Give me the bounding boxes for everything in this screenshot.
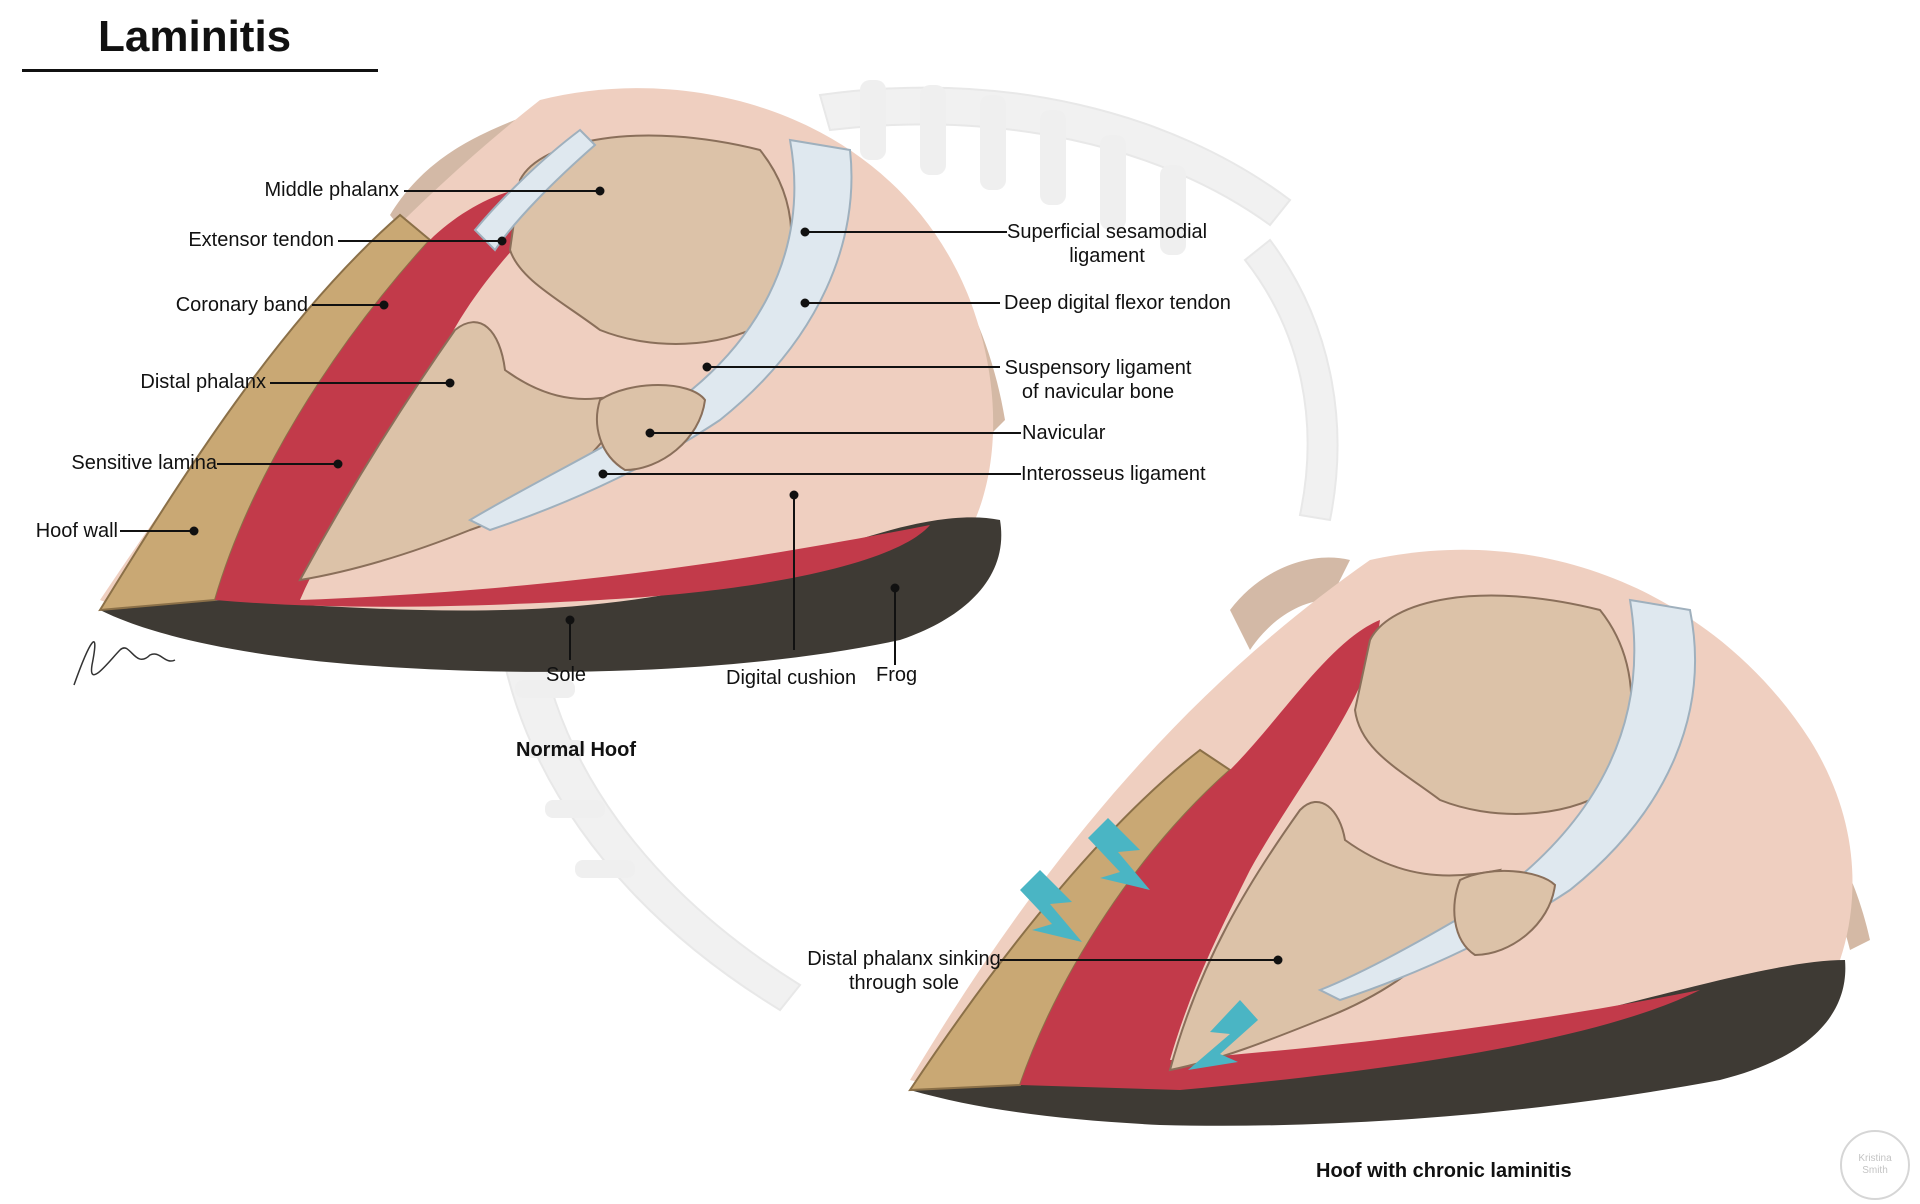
laminitic-navicular (1453, 870, 1557, 957)
label-distal-phalanx: Distal phalanx (140, 371, 266, 393)
watermark-line2: Smith (1862, 1165, 1888, 1176)
label-extensor-tendon: Extensor tendon (188, 229, 334, 251)
laminitic-distal-phalanx (1168, 800, 1502, 1072)
laminitic-sensitive-lamina (1020, 620, 1700, 1090)
label-frog: Frog (876, 664, 918, 686)
artist-signature (73, 641, 176, 686)
caption-laminitic-hoof: Hoof with chronic laminitis (1316, 1160, 1572, 1182)
normal-navicular (596, 384, 707, 472)
label-middle-phalanx: Middle phalanx (264, 179, 399, 201)
watermark-line1: Kristina (1858, 1153, 1892, 1164)
label-hoof-wall: Hoof wall (35, 520, 118, 542)
label-deep-digital-flexor-tendon: Deep digital flexor tendon (1004, 292, 1231, 314)
label-superficial-line2: ligament (1069, 245, 1145, 267)
normal-sensitive-lamina (215, 187, 930, 607)
label-sinking-line2: through sole (848, 972, 960, 994)
page-title: Laminitis (98, 12, 292, 61)
label-superficial-line1: Superficial sesamodial (1007, 221, 1208, 243)
leader-lines (120, 186, 1283, 965)
sinking-arrows (1020, 818, 1258, 1070)
background-skeleton (498, 80, 1339, 1012)
label-interosseus-ligament: Interosseus ligament (1021, 463, 1206, 485)
normal-distal-phalanx (298, 321, 643, 582)
artist-watermark-logo: Kristina Smith (1840, 1130, 1910, 1200)
caption-normal-hoof: Normal Hoof (516, 739, 636, 761)
arrow-down-left-icon (1188, 1000, 1258, 1070)
label-suspensory-ligament: Suspensory ligament of navicular bone (1000, 356, 1196, 404)
normal-hoof-illustration (98, 88, 1005, 672)
label-suspensory-line2: of navicular bone (1021, 381, 1175, 403)
normal-sole (100, 517, 1002, 672)
title-underline (22, 69, 378, 72)
label-digital-cushion: Digital cushion (726, 667, 857, 689)
label-coronary-band: Coronary band (175, 294, 308, 316)
laminitic-hoof-illustration (908, 549, 1870, 1126)
label-distal-phalanx-sinking: Distal phalanx sinking through sole (794, 947, 1014, 995)
label-sinking-line1: Distal phalanx sinking (807, 948, 1001, 970)
label-navicular: Navicular (1022, 422, 1106, 444)
arrow-down-right-2-icon (1020, 870, 1082, 942)
label-sole: Sole (546, 664, 587, 686)
arrow-down-right-1-icon (1088, 818, 1150, 890)
label-superficial-sesamoidal-ligament: Superficial sesamodial ligament (1007, 220, 1207, 268)
label-sensitive-lamina: Sensitive lamina (71, 452, 217, 474)
label-suspensory-line1: Suspensory ligament (1004, 357, 1192, 379)
